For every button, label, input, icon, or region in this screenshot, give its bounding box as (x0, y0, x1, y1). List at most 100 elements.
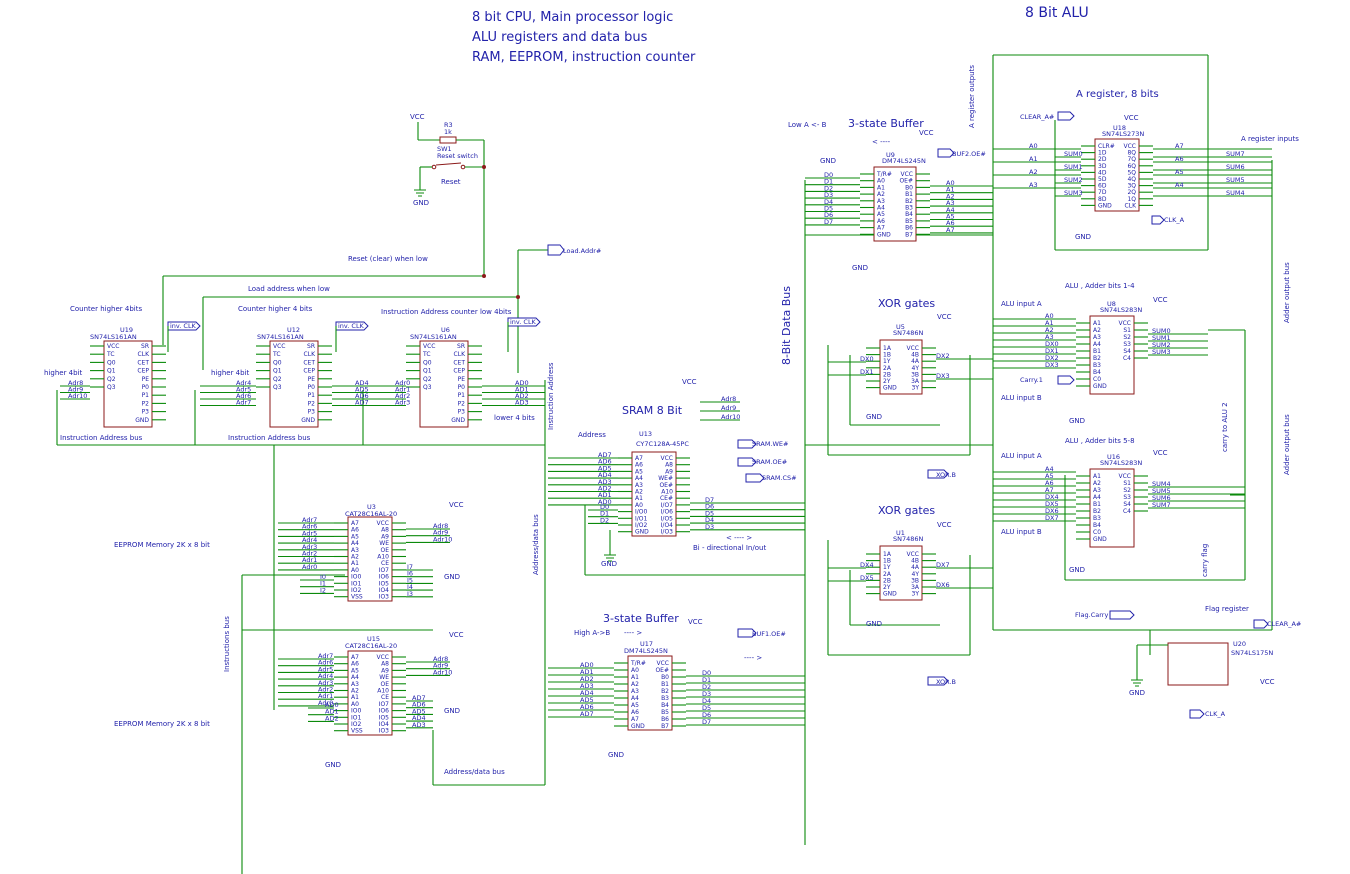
u1-pin-left: 2B (883, 577, 891, 584)
u20-part: SN74LS175N (1231, 649, 1273, 657)
u3-pin-left: IO2 (351, 587, 361, 594)
u1-pin-right: 3Y (912, 591, 920, 598)
u13-pin-left: A1 (635, 495, 643, 502)
u1-pin-left: GND (883, 591, 897, 598)
u9-pin-left: A2 (877, 191, 885, 198)
u16-pin-right: S3 (1123, 494, 1131, 501)
u19-pin-left: Q2 (107, 376, 116, 383)
u18-pin-right: 5Q (1127, 169, 1136, 176)
u18-pin-left: 6D (1098, 183, 1107, 190)
u6-pin-left: Q0 (423, 359, 432, 366)
u5-ref: U5 (896, 323, 905, 331)
eeprom-b-vcc: VCC (449, 631, 464, 639)
u5-pin-right: 4A (911, 358, 920, 365)
sram-hi-label: Adr9 (721, 404, 736, 412)
u12-pin-left: Q0 (273, 359, 282, 366)
sram-we-label: SRAM.WE# (752, 440, 788, 448)
u1-pin-right: 4A (911, 564, 920, 571)
u13-part: CY7C128A-45PC (636, 440, 689, 448)
u13-pin-right: I/O6 (661, 509, 674, 516)
eeprom-u3: U3 CAT28C16AL-20 EEPROM Memory 2K x 8 bi… (114, 501, 464, 602)
eeprom-b-adr-label: Adr3 (318, 679, 333, 687)
reg-vcc: VCC (1124, 114, 1139, 122)
eeprom-a-gnd: GND (444, 573, 460, 581)
chip-pins-and-signals: VCCTCQ0Q1Q2Q3SRCLKCETCEPPEP0P1P2P3GNDVCC… (68, 142, 1245, 735)
eeprom-a-hi-label: Adr10 (433, 535, 452, 543)
xor-b-gnd: GND (866, 620, 882, 628)
vcc-label: VCC (410, 113, 425, 121)
reg-out-label: A6 (1175, 155, 1184, 163)
low-ab-note: Low A <- B (788, 121, 827, 129)
sram-vcc: VCC (682, 378, 697, 386)
xor-a-vcc: VCC (937, 313, 952, 321)
inv-clk-label-a: inv. CLK (170, 322, 197, 330)
u8-pin-right: S2 (1123, 334, 1131, 341)
eeprom-b-io-label: AD2 (325, 714, 339, 722)
u8-pin-right: S3 (1123, 341, 1131, 348)
u16-pin-right: C4 (1123, 508, 1131, 515)
u12-part: SN74LS161AN (257, 333, 304, 341)
sram-data-r-label: D5 (705, 509, 714, 517)
buf17-ad-label: AD2 (580, 675, 594, 683)
u18-pin-right: CLK (1125, 202, 1138, 209)
u15-pin-left: IO0 (351, 708, 361, 715)
adder2-gnd: GND (1069, 566, 1085, 574)
buf17-d-label: D1 (702, 676, 711, 684)
xor2-in-label: DX4 (860, 561, 874, 569)
alu2-a-label: A4 (1045, 465, 1054, 473)
instr-addr-bus-a: Instruction Address bus (60, 434, 143, 442)
adr-u19-label: Adr9 (68, 386, 83, 394)
signal-bundles (60, 148, 1272, 729)
eeprom-a-adr-label: Adr2 (302, 550, 317, 558)
u1-pin-right: 4Y (912, 571, 920, 578)
u6-pin-right: P3 (458, 409, 466, 416)
eeprom-a-adr-label: Adr0 (302, 563, 317, 571)
u6-pin-right: P0 (458, 384, 466, 391)
reg-sum-l-label: SUM2 (1064, 176, 1083, 184)
reg-sum-r-label: SUM7 (1226, 150, 1245, 158)
u5-pin-left: 1Y (883, 358, 891, 365)
u18-pin-left: GND (1098, 202, 1112, 209)
resistor-r3 (439, 136, 457, 144)
instr-addr-bus-b: Instruction Address bus (228, 434, 311, 442)
u1-pin-left: 2Y (883, 584, 891, 591)
u18-pin-left: 1D (1098, 150, 1107, 157)
u9-pin-left: A5 (877, 211, 885, 218)
u5-pin-left: 2Y (883, 378, 891, 385)
alu2-s-label: SUM5 (1152, 487, 1171, 495)
buf17-d-label: D0 (702, 669, 711, 677)
adder2-vcc: VCC (1153, 449, 1168, 457)
sram-data-l-label: D2 (600, 516, 609, 524)
bidir-arrow: < ---- > (726, 534, 752, 542)
u18-ref: U18 (1113, 124, 1126, 132)
eeprom-b-io-r-label: AD3 (412, 721, 426, 729)
sram-addr-label: AD2 (598, 485, 612, 493)
high-ab-note: High A->B (574, 629, 610, 637)
u8-pin-left: B4 (1093, 369, 1101, 376)
eeprom-note-b: EEPROM Memory 2K x 8 bit (114, 720, 210, 728)
u9-pin-right: B1 (905, 191, 913, 198)
buf9-d-label: D6 (824, 211, 833, 219)
addr-data-bus-note: Address/data bus (444, 768, 505, 776)
u12-pin-left: TC (272, 351, 281, 358)
u17-pin-left: A5 (631, 702, 639, 709)
u12-pin-left: VCC (273, 343, 285, 350)
u6-pin-left: TC (422, 351, 431, 358)
u12-pin-right: P3 (308, 409, 316, 416)
u19-pin-left: Q3 (107, 384, 116, 391)
u9-pin-right: B4 (905, 211, 913, 218)
buf9-a-label: A4 (946, 206, 955, 214)
u15-pin-right: A9 (381, 667, 389, 674)
reg-out-label: A7 (1175, 142, 1184, 150)
buf17-ad-label: AD3 (580, 682, 594, 690)
data-bus-label: 8-Bit Data Bus (780, 286, 793, 365)
u16-pin-right: S1 (1123, 480, 1131, 487)
u13-pin-left: A5 (635, 468, 643, 475)
u18-pin-left: 4D (1098, 169, 1107, 176)
u15-pin-left: IO2 (351, 721, 361, 728)
u15-pin-right: IO4 (379, 721, 389, 728)
u13-pin-left: A0 (635, 502, 643, 509)
u3-pin-right: A9 (381, 533, 389, 540)
u8-pin-left: GND (1093, 383, 1107, 390)
buf9-d-label: D7 (824, 218, 833, 226)
